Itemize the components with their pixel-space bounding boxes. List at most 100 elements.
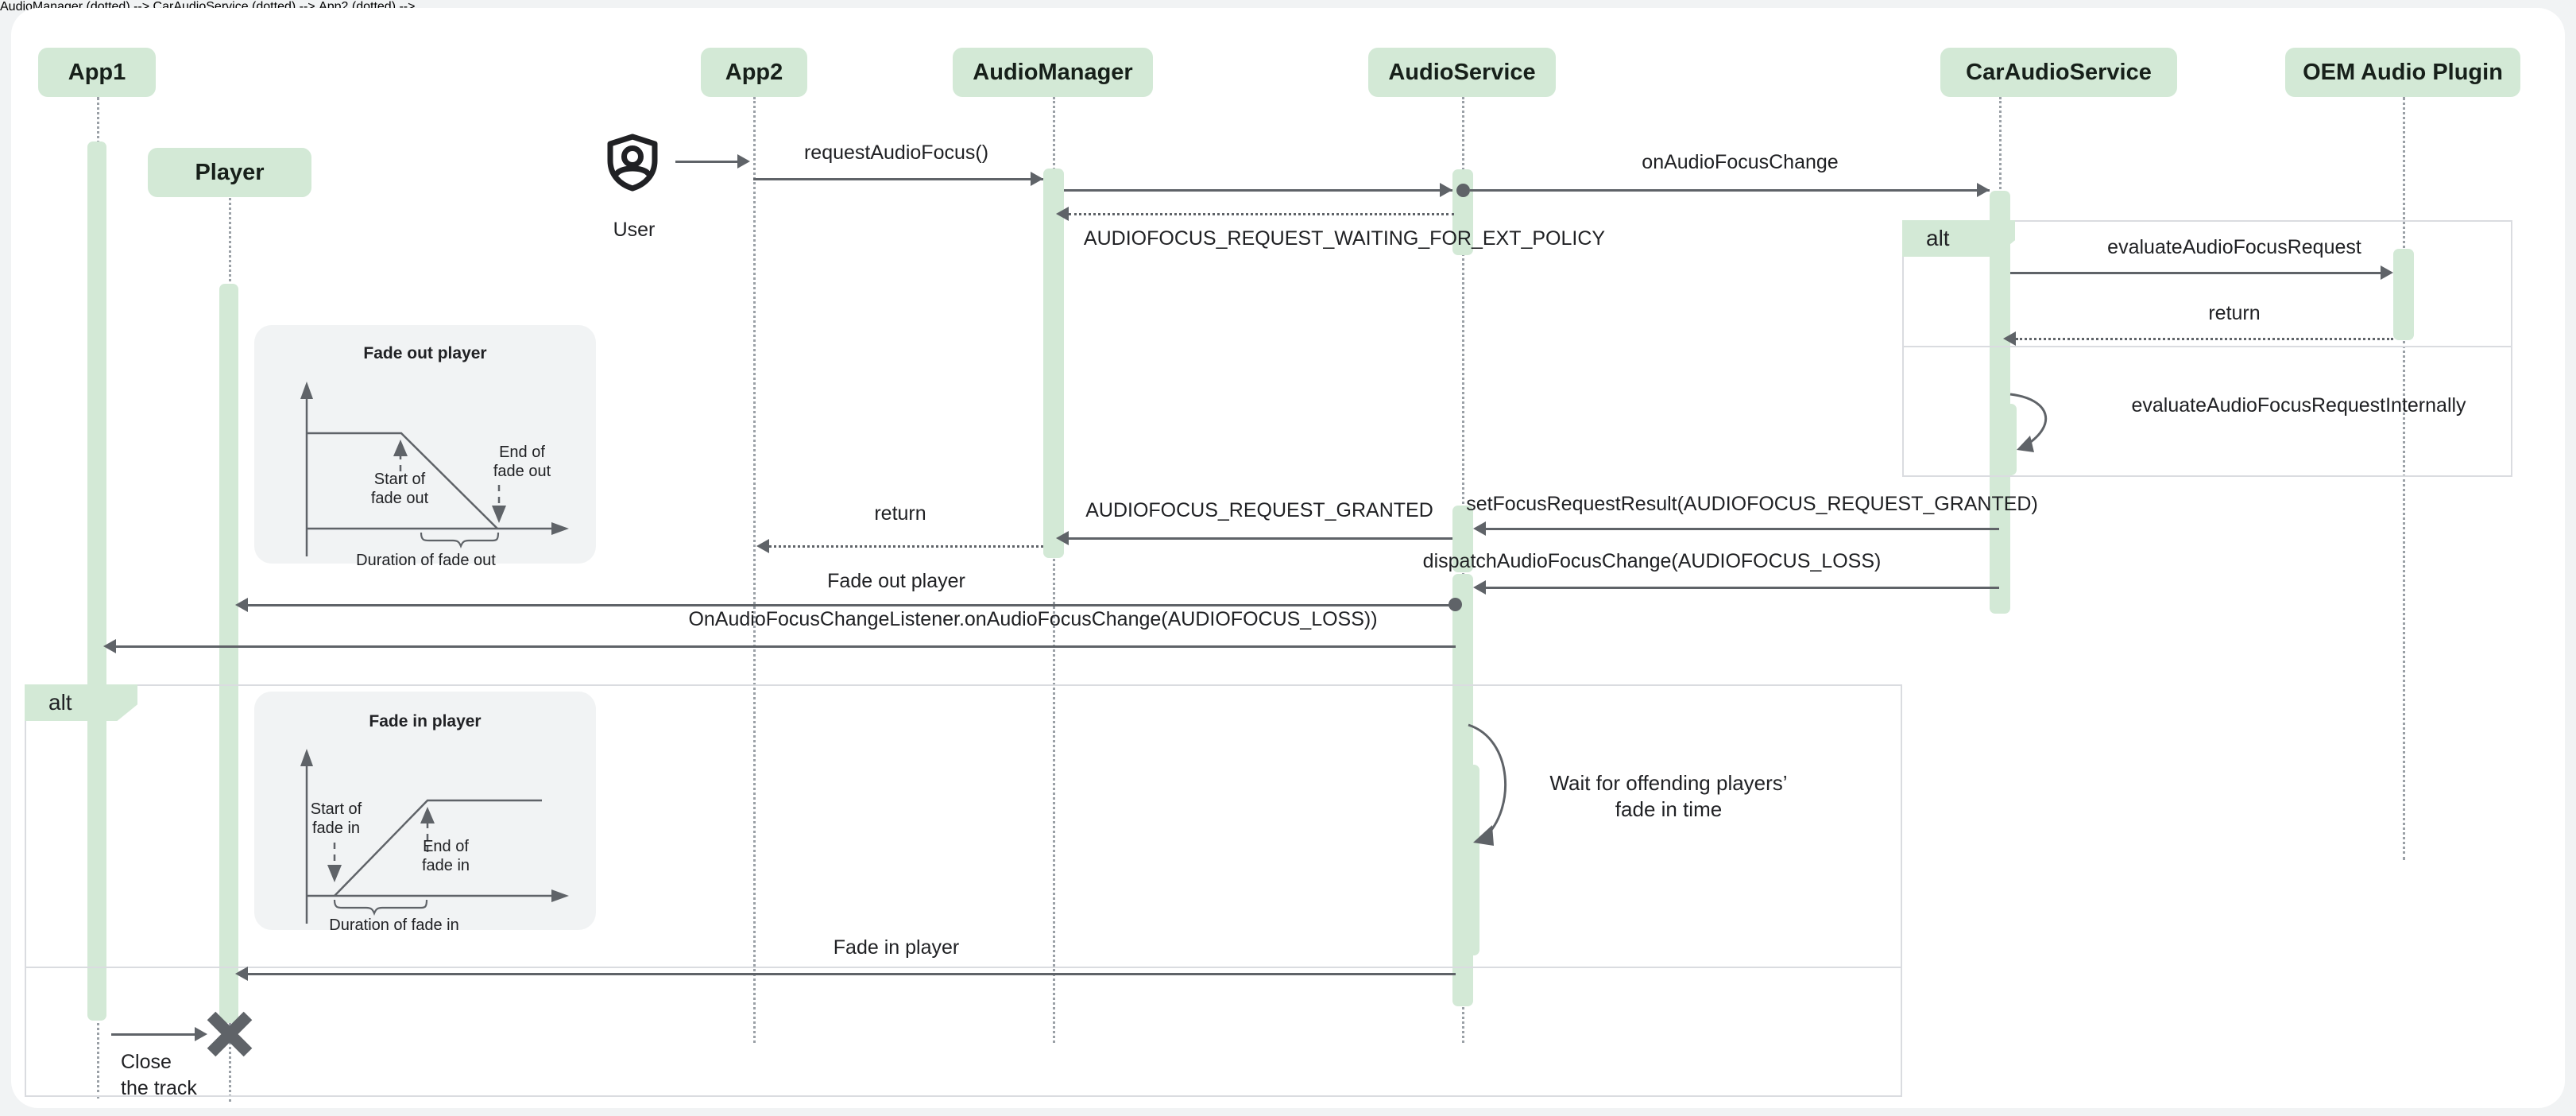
message-line-dispatchaudiofocuschange bbox=[1486, 587, 1999, 589]
message-label-wait-fade-in-line2: fade in time bbox=[1615, 797, 1723, 821]
message-line-audiofocus-request-granted bbox=[1069, 537, 1452, 540]
alt-label-text: alt bbox=[48, 690, 72, 715]
selfcall-arc-audioservice bbox=[1467, 722, 1540, 857]
message-arrowhead-onaudiofocuschangelistener bbox=[103, 639, 116, 653]
selfcall-arc-caraudioservice bbox=[2009, 389, 2077, 461]
message-label-return-audiomanager: return bbox=[874, 502, 926, 525]
participant-label: Player bbox=[195, 159, 265, 185]
fade-in-chart bbox=[277, 725, 578, 924]
user-shield-icon bbox=[605, 134, 659, 192]
participant-label: App1 bbox=[68, 59, 126, 85]
message-line-fade-in-player bbox=[248, 973, 1456, 975]
activation-audioservice-2 bbox=[1452, 506, 1473, 572]
message-arrowhead-audiofocus-request-granted bbox=[1056, 531, 1069, 545]
participant-audioservice[interactable]: AudioService bbox=[1368, 48, 1556, 97]
message-arrowhead-close-the-track bbox=[195, 1027, 207, 1041]
user-to-app2-line bbox=[675, 161, 737, 163]
fade-out-note bbox=[254, 325, 596, 564]
message-label-evaluate-internally: evaluateAudioFocusRequestInternally bbox=[2131, 394, 2466, 417]
message-line-return-oem bbox=[2016, 338, 2393, 340]
message-label-wait-fade-in-line1: Wait for offending players’ bbox=[1549, 771, 1788, 795]
fade-out-start-label-line2: fade out bbox=[370, 490, 429, 507]
participant-caraudioservice[interactable]: CarAudioService bbox=[1940, 48, 2177, 97]
participant-app2[interactable]: App2 bbox=[701, 48, 807, 97]
message-label-evaluateaudiofocusrequest: evaluateAudioFocusRequest bbox=[2107, 236, 2361, 258]
fade-in-duration-label: Duration of fade in bbox=[329, 916, 459, 934]
message-line-onaudiofocuschangelistener bbox=[116, 645, 1456, 648]
participant-oem[interactable]: OEM Audio Plugin bbox=[2285, 48, 2520, 97]
fade-out-duration-label: Duration of fade out bbox=[356, 552, 496, 569]
activation-app1 bbox=[87, 141, 106, 1021]
message-label-waiting-for-ext-policy: AUDIOFOCUS_REQUEST_WAITING_FOR_EXT_POLIC… bbox=[1083, 227, 1606, 250]
fade-in-note-title: Fade in player bbox=[369, 712, 482, 730]
actor-label: User bbox=[613, 219, 656, 241]
alt-fragment-left-divider bbox=[26, 967, 1901, 968]
fade-in-end-label-line1: End of bbox=[423, 838, 469, 855]
alt-fragment-right-label: alt bbox=[1902, 220, 2015, 257]
activation-caraudioservice-nested bbox=[1996, 404, 2017, 475]
alt-fragment-right bbox=[1902, 220, 2512, 477]
lifeline-oem bbox=[2403, 97, 2405, 860]
message-label-fade-out-player: Fade out player bbox=[827, 570, 965, 592]
participant-label: App2 bbox=[725, 59, 783, 85]
message-arrowhead-requestaudiofocus bbox=[1031, 172, 1043, 186]
message-label-fade-in-player: Fade in player bbox=[833, 936, 960, 959]
message-arrowhead-return-oem bbox=[2003, 331, 2016, 346]
message-line-requestaudiofocus bbox=[753, 178, 1043, 180]
message-label-close-the-track-line2: the track bbox=[121, 1077, 197, 1099]
message-label-setfocusrequestresult: setFocusRequestResult(AUDIOFOCUS_REQUEST… bbox=[1466, 493, 2038, 515]
message-arrowhead-onaudiofocuschange bbox=[1977, 183, 1990, 197]
participant-player[interactable]: Player bbox=[148, 148, 311, 197]
fade-in-end-label-line2: fade in bbox=[421, 857, 470, 874]
fade-in-start-label-line2: fade in bbox=[311, 820, 361, 837]
lifeline-audiomanager bbox=[1053, 97, 1055, 1043]
participant-audiomanager[interactable]: AudioManager bbox=[953, 48, 1153, 97]
message-line-setfocusrequestresult bbox=[1486, 528, 1999, 530]
fade-out-chart bbox=[277, 358, 578, 556]
activation-oem bbox=[2393, 249, 2414, 340]
fade-in-start-label-line1: Start of bbox=[310, 800, 362, 818]
fade-in-note bbox=[254, 692, 596, 930]
alt-fragment-left-label: alt bbox=[25, 684, 137, 721]
fade-out-end-label-line2: fade out bbox=[493, 463, 551, 480]
message-arrowhead-return-audiomanager bbox=[756, 539, 769, 553]
message-line-close-the-track bbox=[111, 1033, 195, 1036]
participant-label: AudioService bbox=[1388, 59, 1536, 85]
activation-audioservice-nested bbox=[1459, 765, 1479, 955]
message-origin-dot-onaudiofocuschange bbox=[1456, 184, 1470, 197]
fade-out-start-label-line1: Start of bbox=[373, 471, 426, 488]
message-label-requestaudiofocus: requestAudioFocus() bbox=[803, 141, 989, 164]
alt-fragment-right-divider bbox=[1904, 346, 2511, 347]
fade-out-note-title: Fade out player bbox=[363, 344, 487, 362]
message-label-onaudiofocuschange: onAudioFocusChange bbox=[1642, 151, 1839, 173]
activation-audiomanager bbox=[1043, 169, 1064, 558]
message-line-waiting-for-ext-policy bbox=[1069, 213, 1454, 215]
message-arrowhead-setfocusrequestresult bbox=[1473, 521, 1486, 536]
message-label-return-oem: return bbox=[2208, 302, 2261, 324]
alt-label-text: alt bbox=[1926, 226, 1950, 250]
message-line-fade-out-player bbox=[248, 604, 1456, 606]
message-line-onaudiofocuschange bbox=[1470, 189, 1990, 192]
message-arrowhead-audiomanager-to-audioservice bbox=[1440, 183, 1452, 197]
message-label-audiofocus-request-granted: AUDIOFOCUS_REQUEST_GRANTED bbox=[1085, 499, 1433, 521]
message-label-dispatchaudiofocuschange: dispatchAudioFocusChange(AUDIOFOCUS_LOSS… bbox=[1422, 550, 1882, 572]
message-line-return-audiomanager bbox=[769, 545, 1043, 548]
message-arrowhead-dispatchaudiofocuschange bbox=[1473, 580, 1486, 595]
message-line-evaluateaudiofocusrequest bbox=[2010, 272, 2381, 274]
user-to-app2-arrowhead bbox=[737, 154, 750, 169]
activation-caraudioservice bbox=[1990, 191, 2010, 614]
message-arrowhead-evaluateaudiofocusrequest bbox=[2381, 265, 2393, 280]
message-line-audiomanager-to-audioservice bbox=[1064, 189, 1452, 192]
participant-label: AudioManager bbox=[973, 59, 1133, 85]
fade-out-end-label-line1: End of bbox=[499, 444, 545, 461]
message-arrowhead-fade-in-player bbox=[235, 967, 248, 981]
participant-label: CarAudioService bbox=[1966, 59, 2152, 85]
message-label-onaudiofocuschangelistener: OnAudioFocusChangeListener.onAudioFocusC… bbox=[688, 608, 1378, 630]
participant-label: OEM Audio Plugin bbox=[2303, 59, 2503, 85]
x-cross-icon bbox=[205, 1009, 254, 1059]
alt-fragment-left bbox=[25, 684, 1902, 1097]
activation-player bbox=[219, 284, 238, 1023]
participant-app1[interactable]: App1 bbox=[38, 48, 156, 97]
message-arrowhead-waiting-for-ext-policy bbox=[1056, 207, 1069, 221]
